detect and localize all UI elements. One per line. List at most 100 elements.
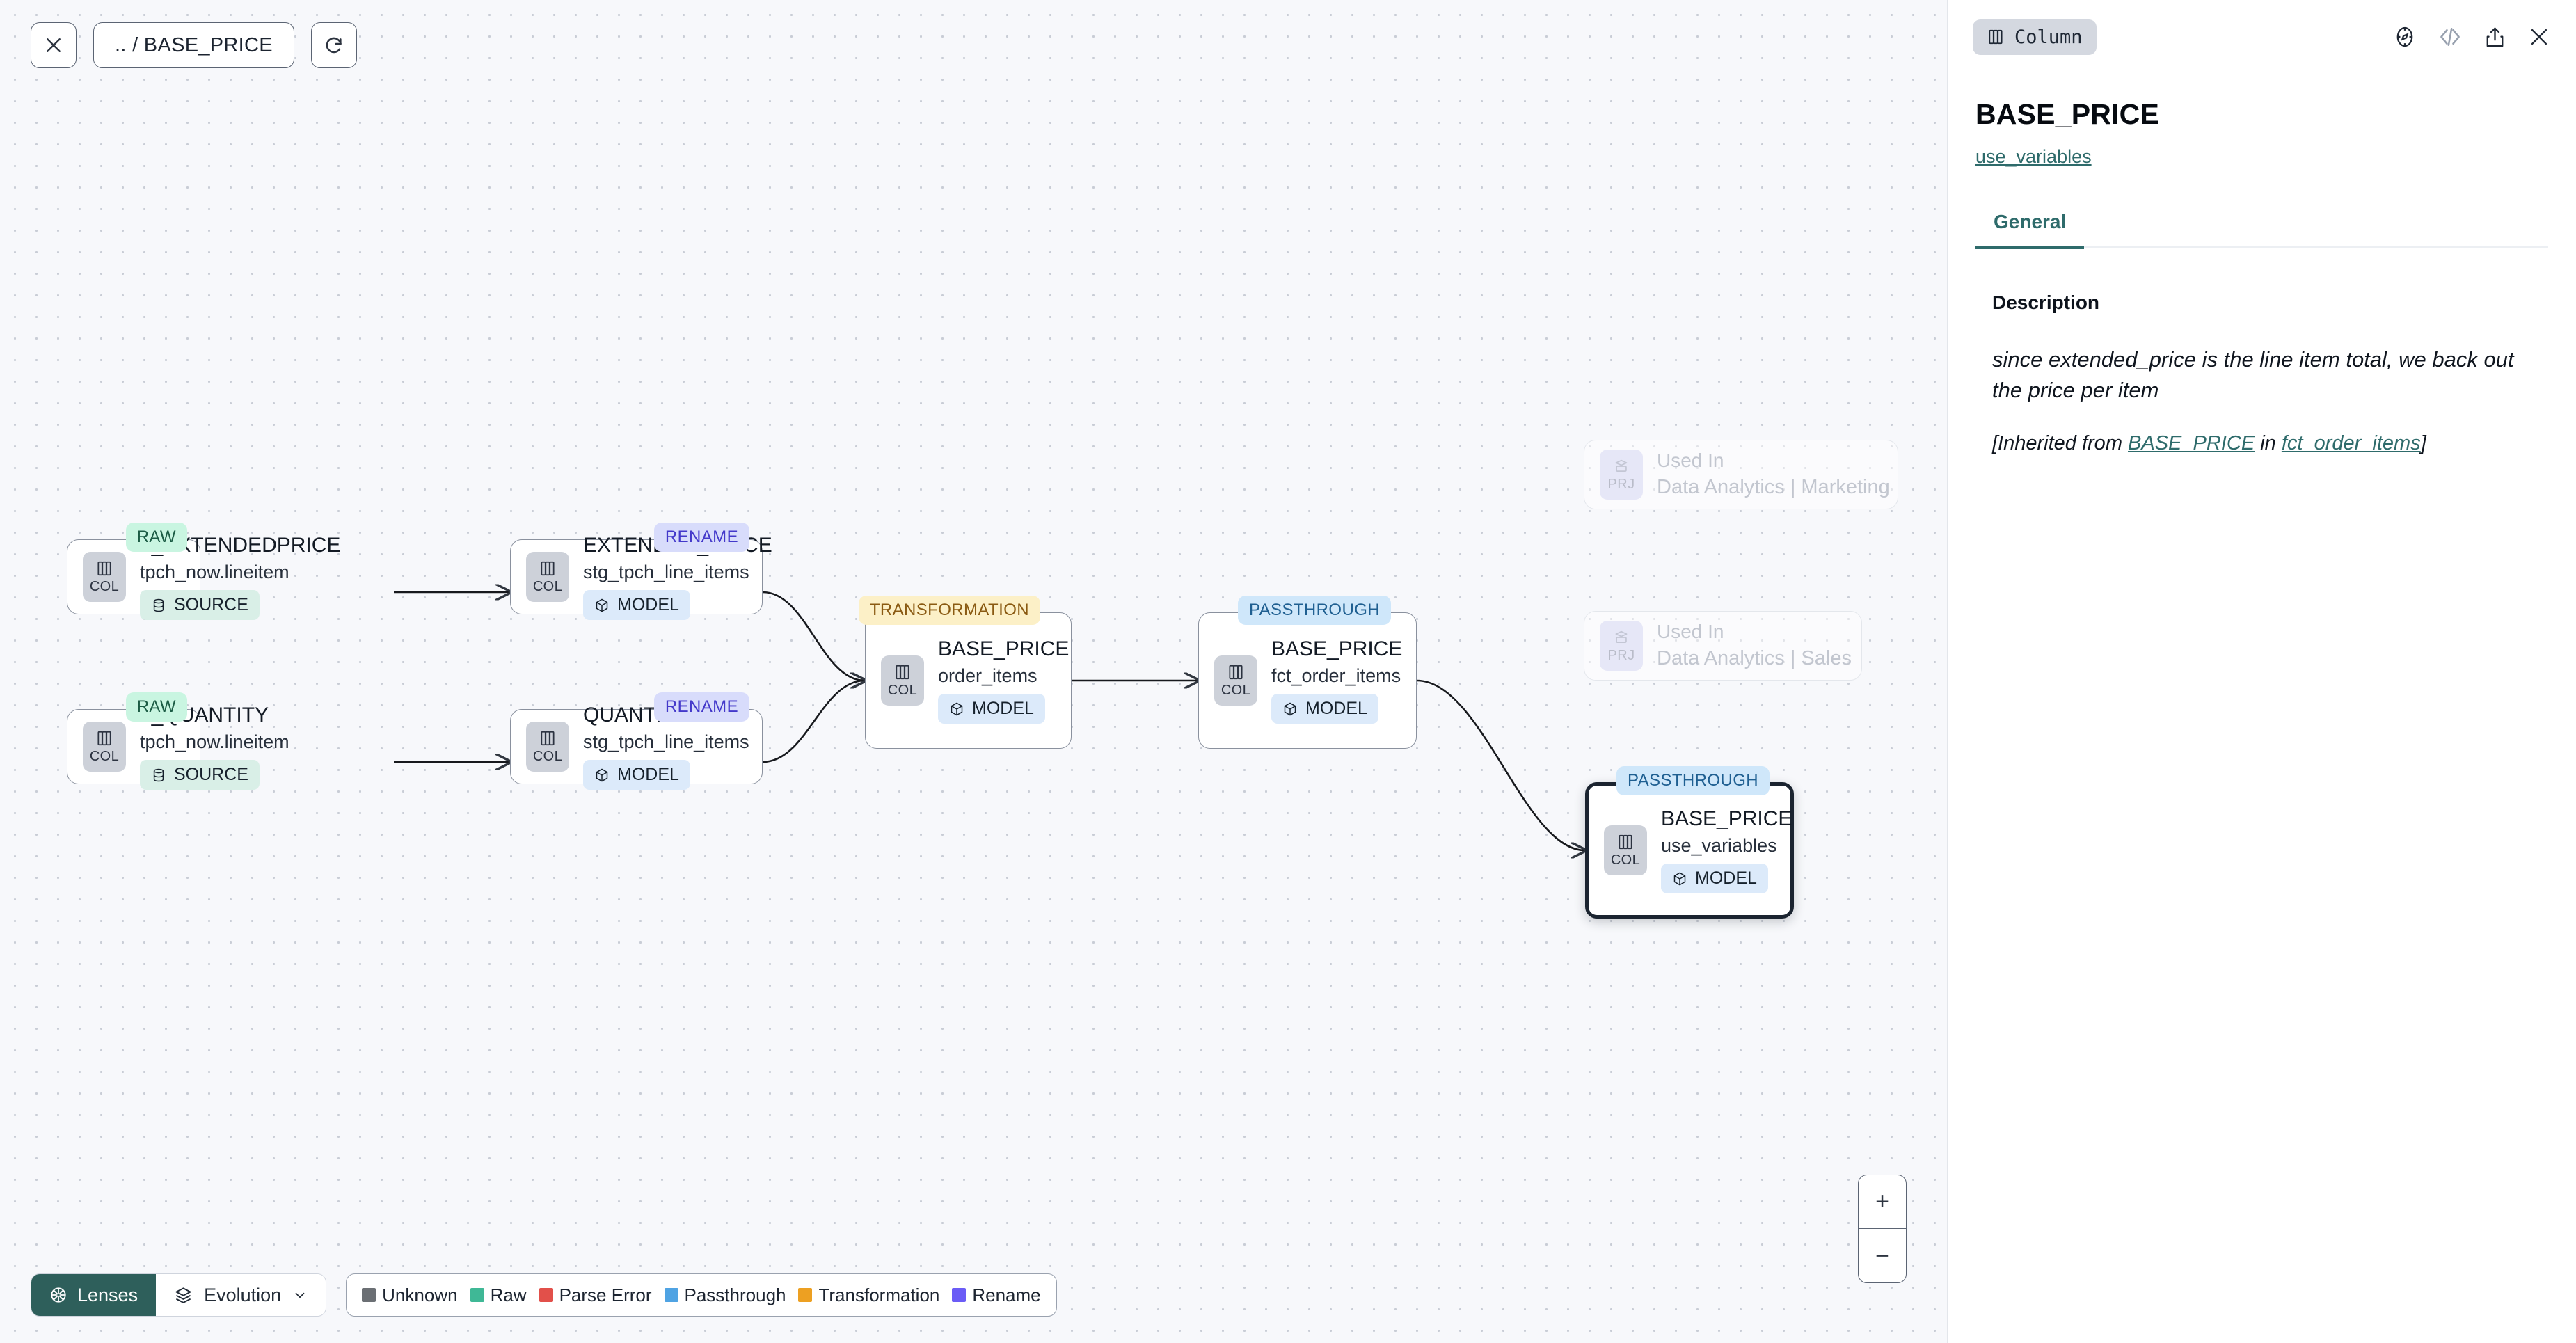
legend-item: Unknown <box>362 1285 463 1306</box>
evolution-label: Evolution <box>204 1284 282 1305</box>
node-kind-label: SOURCE <box>174 595 248 615</box>
inherited-middle: in <box>2255 432 2282 455</box>
inherited-column-link[interactable]: BASE_PRICE <box>2128 432 2255 455</box>
close-icon[interactable] <box>31 22 77 68</box>
column-icon: COL <box>83 722 126 772</box>
legend-label: Raw <box>490 1284 527 1305</box>
inherited-suffix: ] <box>2420 432 2426 455</box>
aperture-icon <box>51 1287 66 1303</box>
inherited-model-link[interactable]: fct_order_items <box>2281 432 2421 455</box>
node-subtitle: tpch_now.lineitem <box>140 731 289 752</box>
used-in-node: PRJ Used In Data Analytics | Marketing <box>1584 440 1898 509</box>
zoom-out-button[interactable]: − <box>1875 1242 1889 1269</box>
used-in-chip-label: PRJ <box>1607 476 1635 492</box>
tab-general[interactable]: General <box>1975 211 2085 249</box>
node-kind-chip: MODEL <box>1661 864 1768 894</box>
column-icon: COL <box>881 655 924 706</box>
node-kind-chip: MODEL <box>1271 694 1378 724</box>
node-badge: RAW <box>125 523 187 552</box>
page-title: BASE_PRICE <box>1975 98 2160 130</box>
used-in-subtitle: Data Analytics | Marketing <box>1657 476 1890 499</box>
node-badge: PASSTHROUGH <box>1238 596 1391 625</box>
lineage-legend: Unknown Raw Parse Error Passthrough Tran… <box>346 1273 1057 1317</box>
node-badge: RENAME <box>653 523 749 552</box>
node-badge: RAW <box>125 692 187 722</box>
node-kind-chip: MODEL <box>583 760 690 790</box>
used-in-node: PRJ Used In Data Analytics | Sales <box>1584 611 1862 681</box>
cube-icon <box>1284 702 1296 716</box>
lineage-node[interactable]: PASSTHROUGH COL BASE_PRICE fct_order_ite… <box>1198 596 1417 749</box>
description-text: since extended_price is the line item to… <box>1992 347 2514 403</box>
node-subtitle: stg_tpch_line_items <box>583 561 749 582</box>
node-subtitle: stg_tpch_line_items <box>583 731 749 752</box>
node-subtitle: order_items <box>938 665 1037 686</box>
column-icon <box>1989 29 2003 45</box>
project-icon: PRJ <box>1600 621 1643 671</box>
node-badge: TRANSFORMATION <box>858 596 1040 625</box>
node-chip-label: COL <box>532 578 563 594</box>
zoom-in-button[interactable]: + <box>1859 1175 1906 1229</box>
column-icon: COL <box>526 722 569 772</box>
cube-icon <box>596 598 608 612</box>
share-icon[interactable] <box>2483 26 2506 49</box>
node-chip-label: COL <box>89 578 120 594</box>
node-title: BASE_PRICE <box>1271 637 1403 660</box>
node-kind-chip: SOURCE <box>140 760 260 790</box>
node-title: BASE_PRICE <box>938 637 1070 660</box>
legend-label: Transformation <box>818 1284 940 1305</box>
parent-model-link[interactable]: use_variables <box>1975 146 2092 167</box>
node-kind-label: MODEL <box>1305 699 1367 719</box>
lenses-button[interactable]: Lenses <box>31 1274 157 1316</box>
used-in-title: Used In <box>1657 449 1724 471</box>
description-inherited: [Inherited from BASE_PRICE in fct_order_… <box>1992 429 2531 458</box>
database-icon <box>153 768 164 782</box>
legend-swatch <box>664 1288 678 1302</box>
legend-label: Passthrough <box>684 1284 786 1305</box>
lineage-node-selected[interactable]: PASSTHROUGH COL BASE_PRICE use_variables… <box>1585 766 1794 919</box>
details-panel: Column BASE_PRICE use_variables <box>1947 0 2576 1343</box>
database-icon <box>153 598 164 612</box>
used-in-chip-label: PRJ <box>1607 647 1635 663</box>
layers-icon <box>175 1287 191 1303</box>
used-in-title: Used In <box>1657 620 1724 642</box>
legend-item: Rename <box>952 1285 1041 1306</box>
close-icon[interactable] <box>2527 25 2551 49</box>
column-icon: COL <box>526 552 569 602</box>
node-kind-label: MODEL <box>617 595 679 615</box>
lineage-node[interactable]: RAW COL L_QUANTITY tpch_now.lineitem SOU… <box>67 692 289 790</box>
legend-swatch <box>470 1288 484 1302</box>
node-badge: PASSTHROUGH <box>1616 766 1770 795</box>
lineage-node[interactable]: TRANSFORMATION COL BASE_PRICE order_item… <box>858 596 1072 749</box>
entity-type-badge[interactable]: Column <box>1973 19 2097 55</box>
node-kind-label: MODEL <box>972 699 1034 719</box>
breadcrumb[interactable]: .. / BASE_PRICE <box>93 22 294 68</box>
node-chip-label: COL <box>887 682 918 698</box>
node-kind-label: MODEL <box>1695 868 1757 889</box>
column-icon: COL <box>83 552 126 602</box>
lineage-node[interactable]: RENAME COL QUANTITY stg_tpch_line_items … <box>510 692 763 790</box>
evolution-dropdown[interactable]: Evolution <box>156 1274 326 1316</box>
node-kind-label: SOURCE <box>174 765 248 785</box>
canvas-toolbar: .. / BASE_PRICE <box>31 22 357 68</box>
lineage-node[interactable]: RAW COL L_EXTENDEDPRICE tpch_now.lineite… <box>67 523 340 621</box>
legend-label: Unknown <box>382 1284 458 1305</box>
legend-swatch <box>362 1288 376 1302</box>
refresh-icon[interactable] <box>310 22 357 68</box>
node-subtitle: fct_order_items <box>1271 665 1401 686</box>
code-icon[interactable] <box>2438 24 2463 49</box>
details-panel-header: Column <box>1948 0 2576 74</box>
node-chip-label: COL <box>532 748 563 764</box>
lineage-canvas[interactable]: .. / BASE_PRICE RAW COL L_EXTENDEDPRICE … <box>0 0 1947 1343</box>
node-subtitle: use_variables <box>1661 834 1777 856</box>
legend-label: Parse Error <box>559 1284 652 1305</box>
node-kind-chip: SOURCE <box>140 590 260 621</box>
chevron-down-icon <box>295 1292 305 1298</box>
column-icon: COL <box>1214 655 1257 706</box>
legend-swatch <box>539 1288 553 1302</box>
lineage-node[interactable]: RENAME COL EXTENDED_PRICE stg_tpch_line_… <box>510 523 772 621</box>
explore-icon[interactable] <box>2393 25 2417 49</box>
legend-item: Parse Error <box>539 1285 658 1306</box>
node-kind-chip: MODEL <box>583 590 690 621</box>
legend-item: Transformation <box>798 1285 945 1306</box>
